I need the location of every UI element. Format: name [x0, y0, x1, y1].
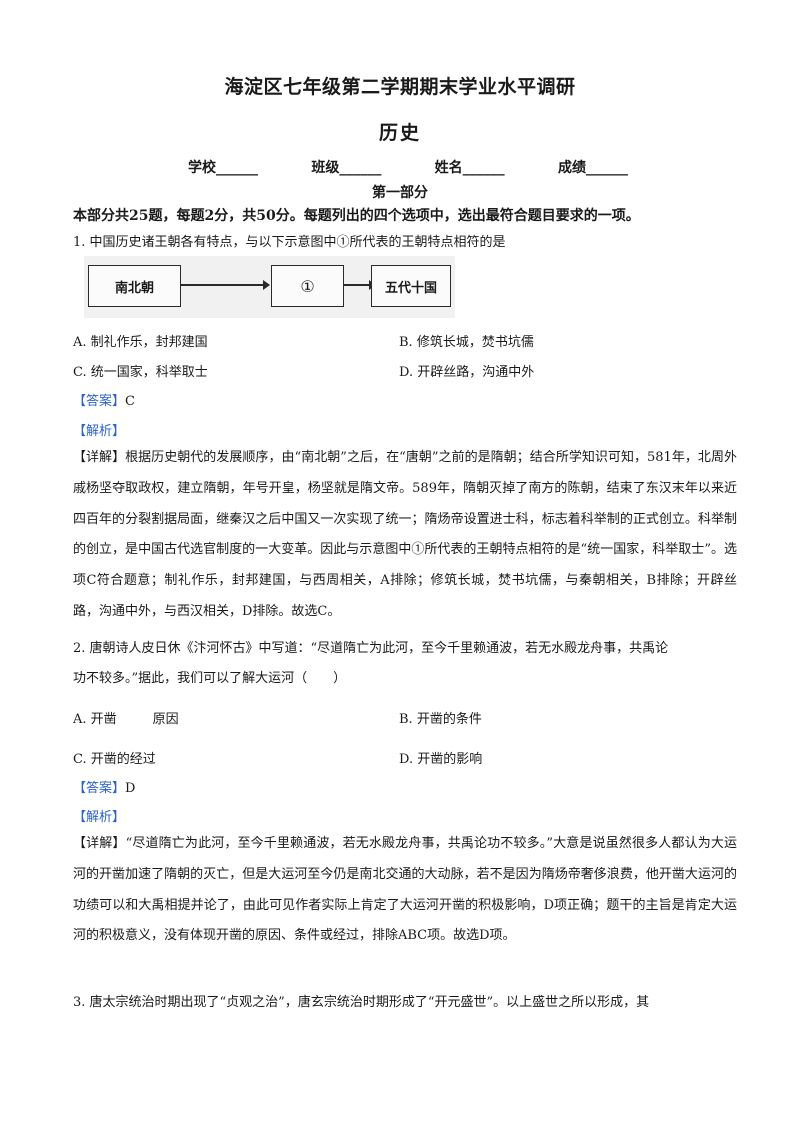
detail-text: “尽道隋亡为此河，至今千里赖通波，若无水殿龙舟事，共禹论功不较多。”大意是说虽然… [73, 836, 737, 944]
q1-stem: 1. 中国历史诸王朝各有特点，与以下示意图中①所代表的王朝特点相符的是 [73, 235, 506, 250]
q1-option-b: B. 修筑长城，焚书坑儒 [399, 335, 534, 350]
answer-tag: 【答案】 [73, 394, 126, 409]
q2-option-a-suffix: 原因 [152, 712, 179, 727]
q2-answer: 【答案】D [73, 777, 135, 796]
q2-stem-line1: 2. 唐朝诗人皮日休《汴河怀古》中写道：“尽道隋亡为此河，至今千里赖通波，若无水… [73, 641, 669, 656]
q1-option-c: C. 统一国家，科举取士 [73, 365, 208, 380]
student-info-fields: 学校______ 班级______ 姓名______ 成绩______ [188, 157, 628, 177]
detail-text: 根据历史朝代的发展顺序，由“南北朝”之后，在“唐朝”之前的是隋朝；结合所学知识可… [73, 450, 737, 619]
answer-tag: 【答案】 [73, 781, 126, 796]
q2-stem-line2: 功不较多。”据此，我们可以了解大运河（ ） [73, 671, 347, 686]
q1-option-a: A. 制礼作乐，封邦建国 [73, 335, 208, 350]
exam-title: 海淀区七年级第二学期期末学业水平调研 [224, 76, 576, 98]
part-heading: 第一部分 [372, 185, 428, 201]
q2-option-a-prefix: A. 开凿 [73, 712, 117, 727]
q1-analysis-tag: 【解析】 [73, 424, 126, 439]
q2-detail: 【详解】“尽道隋亡为此河，至今千里赖通波，若无水殿龙舟事，共禹论功不较多。”大意… [73, 829, 737, 952]
q1-detail: 【详解】根据历史朝代的发展顺序，由“南北朝”之后，在“唐朝”之前的是隋朝；结合所… [73, 443, 737, 628]
diagram-box-blank: ① [271, 265, 344, 307]
name-field: 姓名______ [434, 160, 505, 176]
school-field: 学校______ [188, 160, 258, 176]
diagram-box-wudai: 五代十国 [371, 265, 451, 307]
q2-analysis-tag: 【解析】 [73, 810, 126, 825]
arrow-icon [181, 280, 270, 289]
diagram-box-nanbeichao: 南北朝 [88, 265, 181, 307]
score-field: 成绩______ [557, 160, 628, 176]
part-instruction: 本部分共25题，每题2分，共50分。每题列出的四个选项中，选出最符合题目要求的一… [73, 208, 640, 224]
q2-option-b: B. 开凿的条件 [399, 712, 482, 727]
detail-tag: 【详解】 [73, 836, 126, 851]
q1-option-d: D. 开辟丝路，沟通中外 [399, 365, 535, 380]
class-field: 班级______ [311, 160, 382, 176]
q2-option-d: D. 开凿的影响 [399, 752, 483, 767]
subject-title: 历史 [378, 122, 421, 144]
q1-diagram-tail: 五代十国 [371, 256, 455, 318]
q2-option-c: C. 开凿的经过 [73, 752, 156, 767]
q1-answer: 【答案】C [73, 390, 135, 409]
detail-tag: 【详解】 [73, 450, 126, 465]
answer-value: C [125, 394, 135, 409]
answer-value: D [125, 781, 136, 796]
q3-stem: 3. 唐太宗统治时期出现了“贞观之治”，唐玄宗统治时期形成了“开元盛世”。以上盛… [73, 995, 650, 1010]
q2-option-a: A. 开凿 原因 [73, 708, 179, 727]
